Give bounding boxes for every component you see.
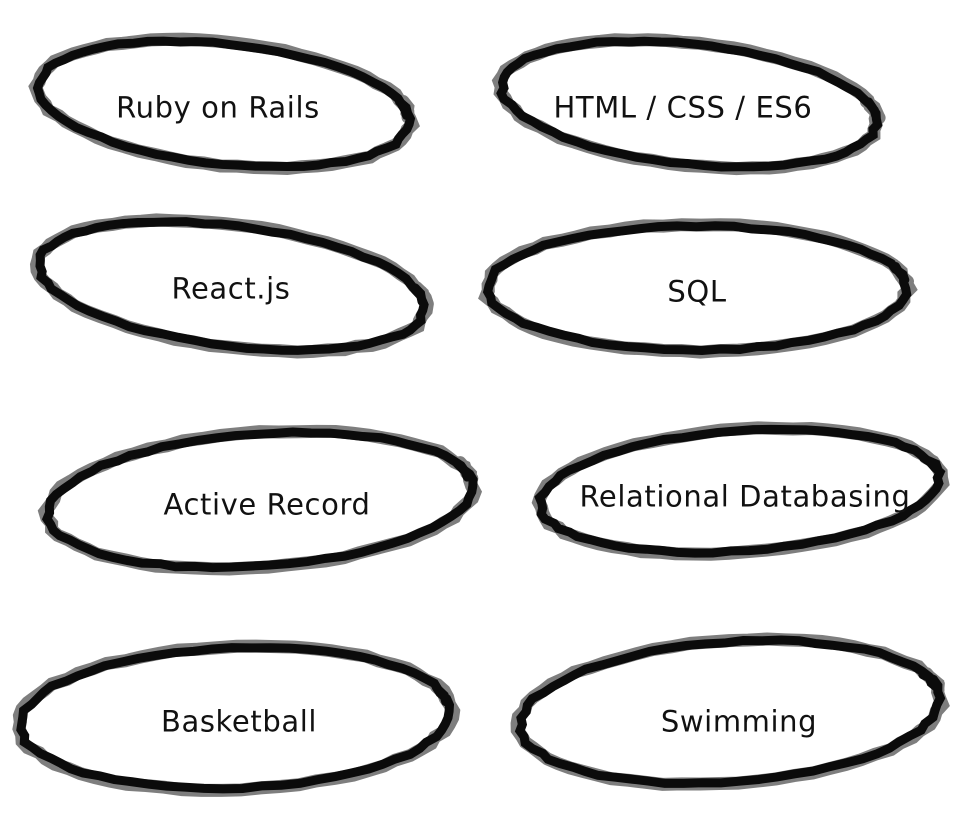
oval-active-record [37, 424, 483, 576]
oval-relational-databasing-stroke [534, 424, 946, 558]
skill-react-js: React.js [171, 271, 291, 306]
oval-html-css-es6-stroke [496, 36, 883, 172]
skill-relational-databasing: Relational Databasing [579, 479, 911, 514]
skill-sql: SQL [667, 274, 727, 309]
oval-ruby-on-rails-stroke [32, 36, 416, 171]
oval-relational-databasing [531, 421, 950, 561]
oval-html-css-es6 [491, 33, 886, 176]
skill-html-css-es6: HTML / CSS / ES6 [553, 90, 813, 125]
oval-active-record-stroke [41, 427, 478, 573]
skill-ruby-on-rails: Ruby on Rails [116, 90, 320, 125]
oval-basketball-stroke [16, 643, 455, 794]
oval-sql [478, 218, 918, 359]
oval-basketball [12, 639, 461, 797]
skill-swimming: Swimming [660, 704, 818, 739]
skill-active-record: Active Record [163, 487, 371, 522]
oval-swimming [510, 632, 950, 791]
oval-ruby-on-rails [28, 32, 420, 175]
oval-react-js [29, 213, 434, 359]
skill-basketball: Basketball [160, 704, 318, 739]
oval-swimming-stroke [514, 635, 946, 788]
oval-sql-stroke [482, 221, 912, 356]
oval-react-js-stroke [35, 217, 429, 355]
